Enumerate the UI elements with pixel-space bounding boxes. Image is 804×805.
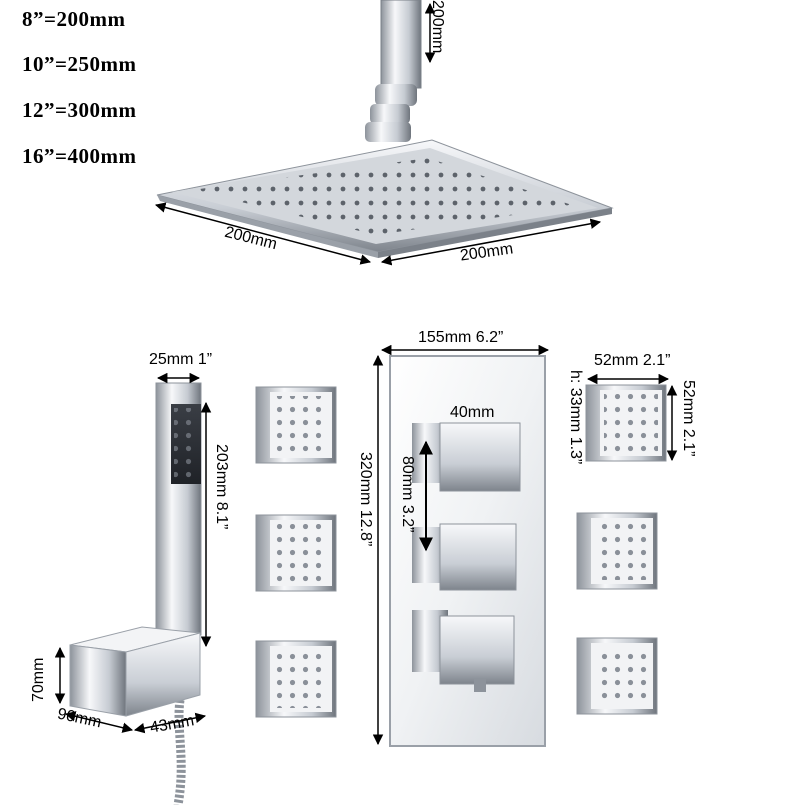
body-jet-right-2: [576, 512, 658, 590]
holder-height-label: 70mm: [30, 657, 47, 702]
body-jet-left-1: [255, 386, 337, 464]
size-row-16: 16”=400mm: [22, 144, 137, 168]
jet-width-label: 52mm 2.1”: [594, 352, 671, 369]
valve-width-label: 155mm 6.2”: [418, 329, 504, 346]
hand-width-label: 25mm 1”: [149, 351, 213, 368]
head-depth-arrow: [380, 218, 602, 266]
holder-depth-arrow: [64, 711, 134, 733]
handle-width-label: 40mm: [450, 404, 495, 421]
hand-shower-holder: [69, 626, 201, 717]
body-jet-left-2: [255, 514, 337, 592]
arm-height-label: 200mm: [429, 0, 446, 54]
jet-height-label: 52mm 2.1”: [680, 380, 697, 457]
head-width-arrow: [154, 202, 372, 265]
body-jet-right-1: [585, 384, 667, 462]
body-jet-right-3: [576, 637, 658, 715]
thermostatic-valve: [389, 355, 546, 747]
holder-width-arrow: [133, 712, 207, 734]
body-jet-left-3: [255, 640, 337, 718]
valve-height-label: 320mm 12.8”: [357, 452, 374, 547]
handle-spacing-label: 80mm 3.2”: [399, 456, 416, 533]
jet-projection-label: h: 33mm 1.3”: [567, 370, 584, 465]
size-row-8: 8”=200mm: [22, 7, 126, 31]
hand-length-label: 203mm 8.1”: [213, 444, 230, 530]
size-row-12: 12”=300mm: [22, 98, 137, 122]
shower-arm: [365, 0, 422, 142]
size-row-10: 10”=250mm: [22, 52, 137, 76]
hand-shower: [155, 382, 202, 805]
